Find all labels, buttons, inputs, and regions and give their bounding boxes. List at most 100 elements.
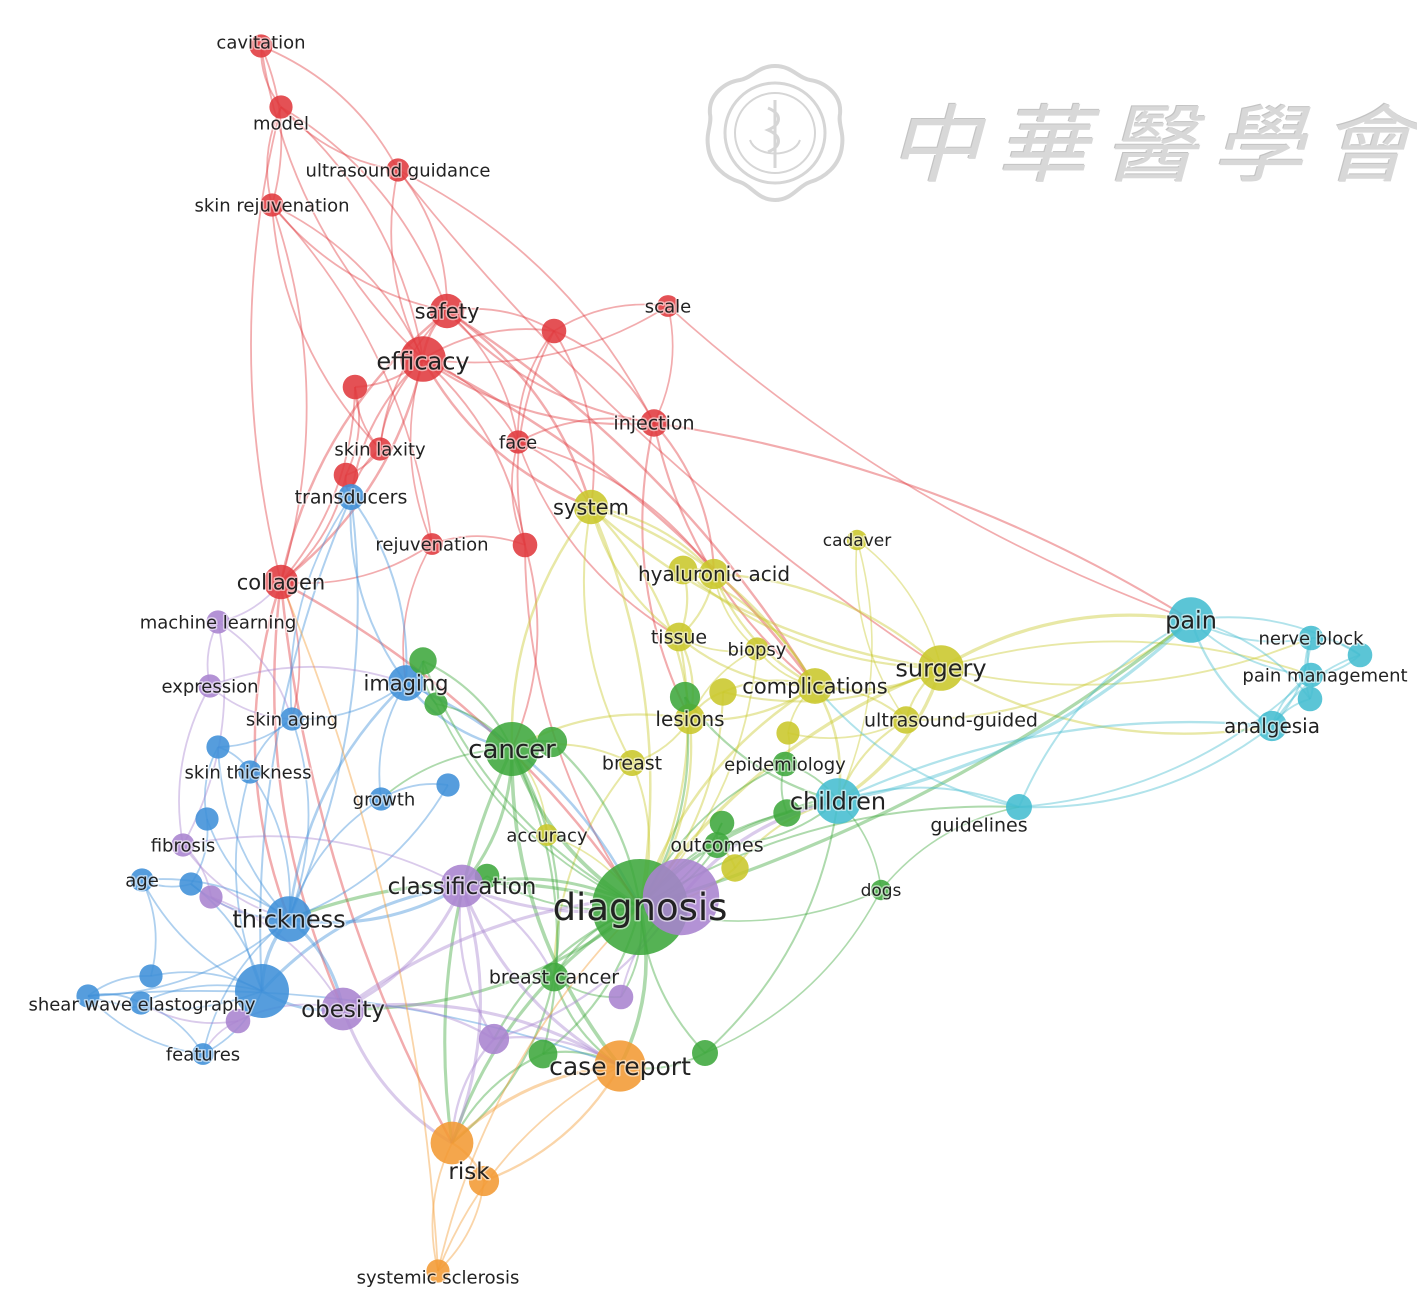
- node-model[interactable]: [269, 95, 293, 119]
- node-accuracy[interactable]: [536, 824, 558, 846]
- node-injection[interactable]: [640, 409, 668, 437]
- node-surgery[interactable]: [918, 645, 964, 691]
- node-pain-management[interactable]: [1298, 662, 1324, 688]
- node-r-u3[interactable]: [333, 462, 359, 488]
- label-complications: complications: [742, 674, 887, 698]
- node-b-u4[interactable]: [179, 872, 203, 896]
- node-transducers[interactable]: [338, 484, 364, 510]
- node-classification[interactable]: [440, 864, 484, 908]
- node-dogs[interactable]: [870, 879, 892, 901]
- node-safety[interactable]: [429, 293, 465, 329]
- node-outcomes[interactable]: [704, 832, 730, 858]
- edge-shear-wave-elastography--features: [87, 995, 204, 1055]
- node-rejuvenation[interactable]: [421, 533, 443, 555]
- node-shear-wave-elastography[interactable]: [76, 984, 100, 1008]
- node-g-u1[interactable]: [409, 647, 437, 675]
- node-b-u5[interactable]: [139, 964, 163, 988]
- node-skin-aging[interactable]: [280, 707, 304, 731]
- edge-age--b-u5: [141, 879, 157, 977]
- node-y-u4[interactable]: [721, 854, 749, 882]
- edge-b-u3--thickness: [288, 784, 449, 920]
- node-fibrosis[interactable]: [171, 833, 195, 857]
- node-collagen[interactable]: [263, 564, 299, 600]
- node-age[interactable]: [130, 868, 154, 892]
- node-b-u2[interactable]: [195, 807, 219, 831]
- edge-y-u1--surgery: [682, 569, 942, 670]
- node-b-u3[interactable]: [436, 773, 460, 797]
- node-machine-learning[interactable]: [206, 610, 230, 634]
- node-y-u2[interactable]: [709, 678, 737, 706]
- node-scale[interactable]: [657, 295, 679, 317]
- node-p-u2[interactable]: [225, 1008, 251, 1034]
- node-g-u8[interactable]: [528, 1039, 558, 1069]
- node-case-report[interactable]: [594, 1040, 646, 1092]
- edge-transducers--skin-aging: [289, 496, 352, 720]
- node-complications[interactable]: [797, 668, 833, 704]
- node-nerve-block[interactable]: [1298, 625, 1324, 651]
- node-y-u3[interactable]: [776, 721, 800, 745]
- label-case-report: case report: [549, 1052, 691, 1081]
- node-imaging[interactable]: [388, 665, 424, 701]
- node-c-u2[interactable]: [1297, 686, 1323, 712]
- node-skin-rejuvenation[interactable]: [260, 193, 284, 217]
- node-system[interactable]: [573, 489, 609, 525]
- label-breast-cancer: breast cancer: [489, 967, 619, 989]
- node-p-u3[interactable]: [478, 1023, 510, 1055]
- node-g-u9[interactable]: [692, 1040, 718, 1066]
- node-breast-cancer[interactable]: [539, 962, 569, 992]
- node-guidelines[interactable]: [1006, 794, 1032, 820]
- label-efficacy: efficacy: [376, 347, 469, 375]
- edge-b-u1--thickness: [217, 746, 290, 920]
- edge-ultrasound-guided--y-u3: [787, 719, 907, 740]
- node-face[interactable]: [506, 430, 530, 454]
- node-p-big[interactable]: [642, 858, 720, 936]
- node-risk[interactable]: [430, 1121, 474, 1165]
- node-features[interactable]: [192, 1043, 214, 1065]
- node-cadaver[interactable]: [846, 529, 868, 551]
- node-systemic-sclerosis[interactable]: [426, 1259, 450, 1283]
- node-children[interactable]: [815, 778, 861, 824]
- edge-collagen--obesity: [272, 581, 345, 1010]
- node-g-u6[interactable]: [709, 810, 735, 836]
- node-r-u2[interactable]: [342, 374, 368, 400]
- node-p-u1[interactable]: [199, 885, 223, 909]
- node-ultrasound-guided[interactable]: [892, 706, 920, 734]
- edges-layer: [87, 45, 1361, 1272]
- edge-obesity--risk: [341, 1008, 453, 1145]
- node-g-u3[interactable]: [669, 681, 701, 713]
- node-thickness[interactable]: [266, 896, 312, 942]
- node-tissue[interactable]: [664, 622, 694, 652]
- node-ultrasound-guidance[interactable]: [386, 158, 410, 182]
- node-analgesia[interactable]: [1256, 710, 1288, 742]
- node-biopsy[interactable]: [745, 637, 769, 661]
- node-p-u4[interactable]: [608, 984, 634, 1010]
- node-y-u1[interactable]: [668, 555, 698, 585]
- node-skin-laxity[interactable]: [368, 437, 392, 461]
- node-cancer[interactable]: [485, 722, 539, 776]
- node-obesity[interactable]: [321, 987, 365, 1031]
- node-skin-thickness[interactable]: [238, 760, 262, 784]
- node-b-u6[interactable]: [235, 964, 289, 1018]
- node-o-u1[interactable]: [468, 1165, 500, 1197]
- node-efficacy[interactable]: [400, 336, 446, 382]
- node-expression[interactable]: [198, 674, 222, 698]
- node-r-u1[interactable]: [541, 318, 567, 344]
- node-b-u1[interactable]: [206, 735, 230, 759]
- edge-r-u1--system: [553, 330, 595, 508]
- node-epidemiology[interactable]: [772, 751, 798, 777]
- node-r-u4[interactable]: [512, 532, 538, 558]
- node-cavitation[interactable]: [249, 34, 273, 58]
- node-g-u5[interactable]: [773, 799, 801, 827]
- node-b-u7[interactable]: [129, 991, 153, 1015]
- edge-thickness--shear-wave-elastography: [87, 918, 290, 997]
- edge-transducers--b-u6: [259, 496, 352, 992]
- node-breast[interactable]: [619, 750, 645, 776]
- edge-skin-rejuvenation--efficacy: [271, 204, 424, 360]
- node-c-u1[interactable]: [1347, 642, 1373, 668]
- node-g-u4[interactable]: [536, 726, 568, 758]
- node-pain[interactable]: [1168, 597, 1214, 643]
- node-growth[interactable]: [369, 787, 393, 811]
- node-g-u2[interactable]: [424, 692, 448, 716]
- node-hyaluronic-acid[interactable]: [698, 558, 730, 590]
